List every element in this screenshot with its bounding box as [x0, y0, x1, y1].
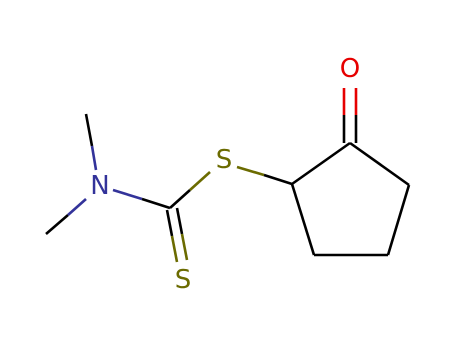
- bond-c-s-double: [165, 207, 189, 263]
- sulfur-thione-label: S: [175, 265, 192, 295]
- bond-c-o-double: [342, 88, 358, 143]
- nitrogen-label: N: [90, 171, 109, 201]
- oxygen-label: O: [340, 54, 360, 84]
- sulfur-thioether-label: S: [216, 145, 233, 175]
- bond-c-s-single: [169, 171, 211, 209]
- bond-n-methyl-top: [84, 113, 98, 171]
- bond-n-c: [112, 188, 171, 210]
- bond-n-methyl-left: [45, 198, 87, 235]
- bond-s-ring: [236, 165, 293, 186]
- cyclopentane-ring: [290, 141, 411, 257]
